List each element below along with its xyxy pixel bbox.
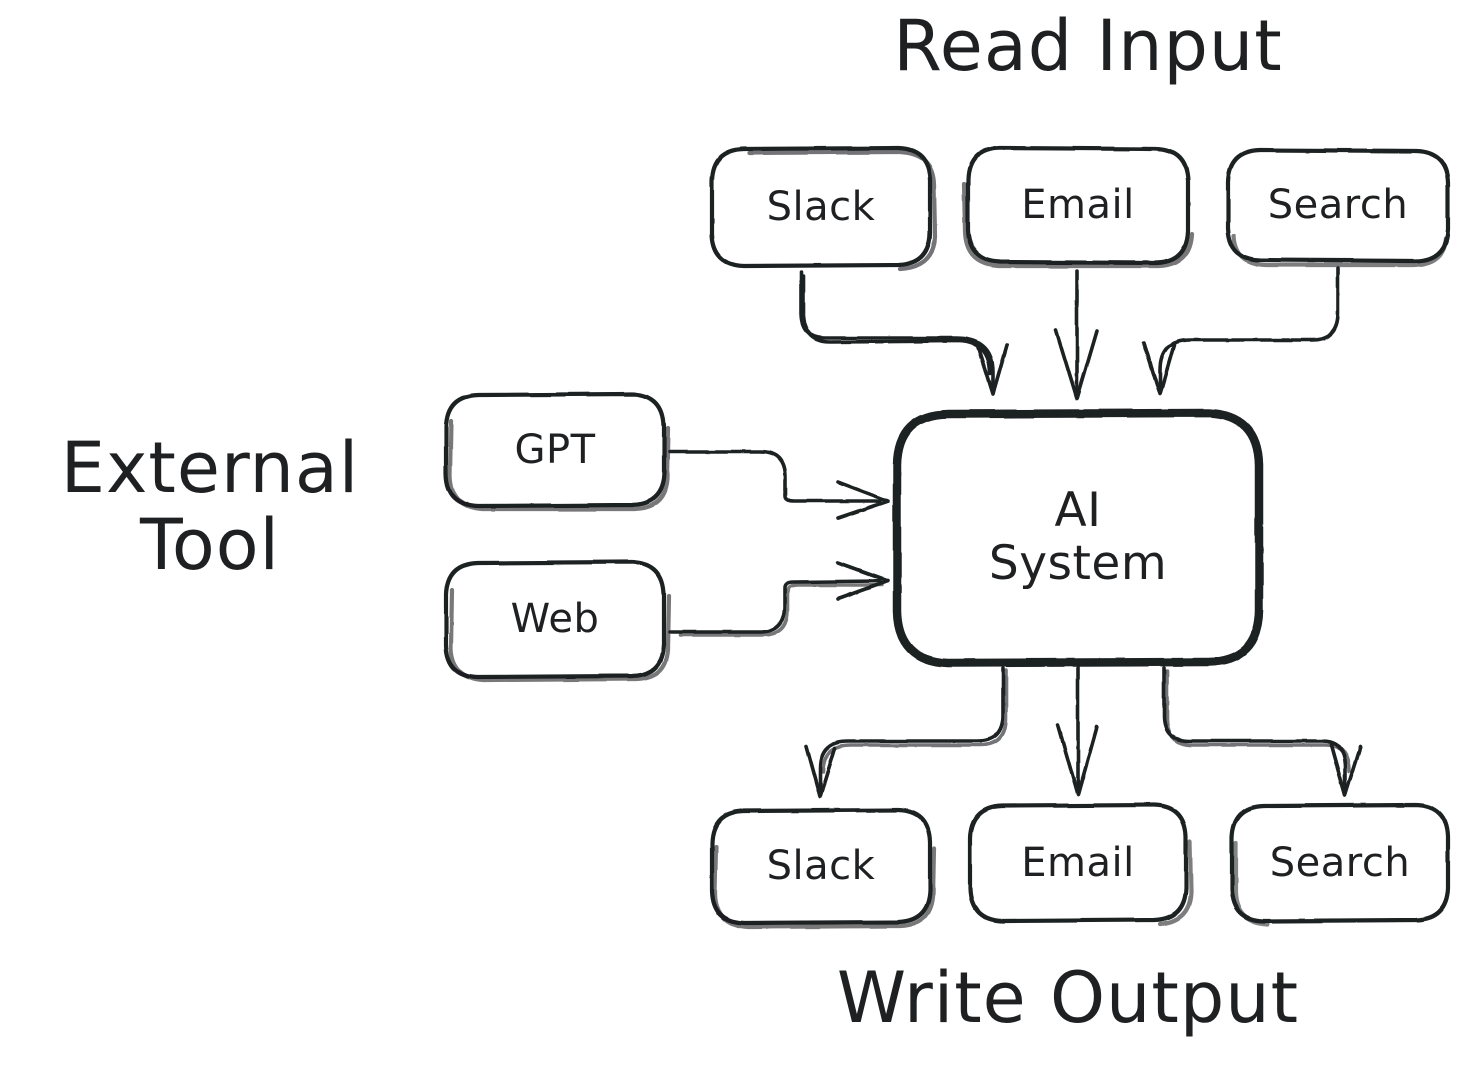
edge-slack-to-ai-system (799, 270, 1009, 396)
tool-node-gpt-shape[interactable] (443, 391, 671, 512)
edge-ai-system-to-slack (804, 666, 1008, 799)
edge-search-to-ai-system (1142, 266, 1340, 396)
edge-ai-system-to-search (1162, 666, 1362, 797)
ai-system-node[interactable] (897, 413, 1259, 663)
input-node-email[interactable] (968, 148, 1188, 263)
tool-node-web[interactable] (446, 562, 664, 677)
edge-ai-system-to-email (1056, 665, 1099, 797)
output-node-slack-shape[interactable] (709, 807, 937, 930)
output-node-search-shape[interactable] (1229, 802, 1451, 927)
tool-node-gpt[interactable] (446, 394, 664, 506)
ai-system-node-shape[interactable] (892, 408, 1264, 668)
output-node-email[interactable] (970, 805, 1186, 921)
input-node-slack[interactable] (712, 148, 930, 266)
edge-web-to-ai-system (668, 561, 890, 637)
output-node-slack[interactable] (712, 810, 930, 923)
tool-node-web-shape[interactable] (443, 559, 672, 683)
edge-email-to-ai-system (1054, 269, 1099, 401)
output-node-email-shape[interactable] (967, 802, 1194, 927)
input-node-email-shape[interactable] (961, 145, 1195, 269)
input-node-search[interactable] (1228, 150, 1448, 261)
output-node-search[interactable] (1232, 805, 1448, 921)
input-node-slack-shape[interactable] (709, 145, 938, 272)
input-node-search-shape[interactable] (1225, 147, 1451, 268)
edge-gpt-to-ai-system (668, 450, 890, 520)
